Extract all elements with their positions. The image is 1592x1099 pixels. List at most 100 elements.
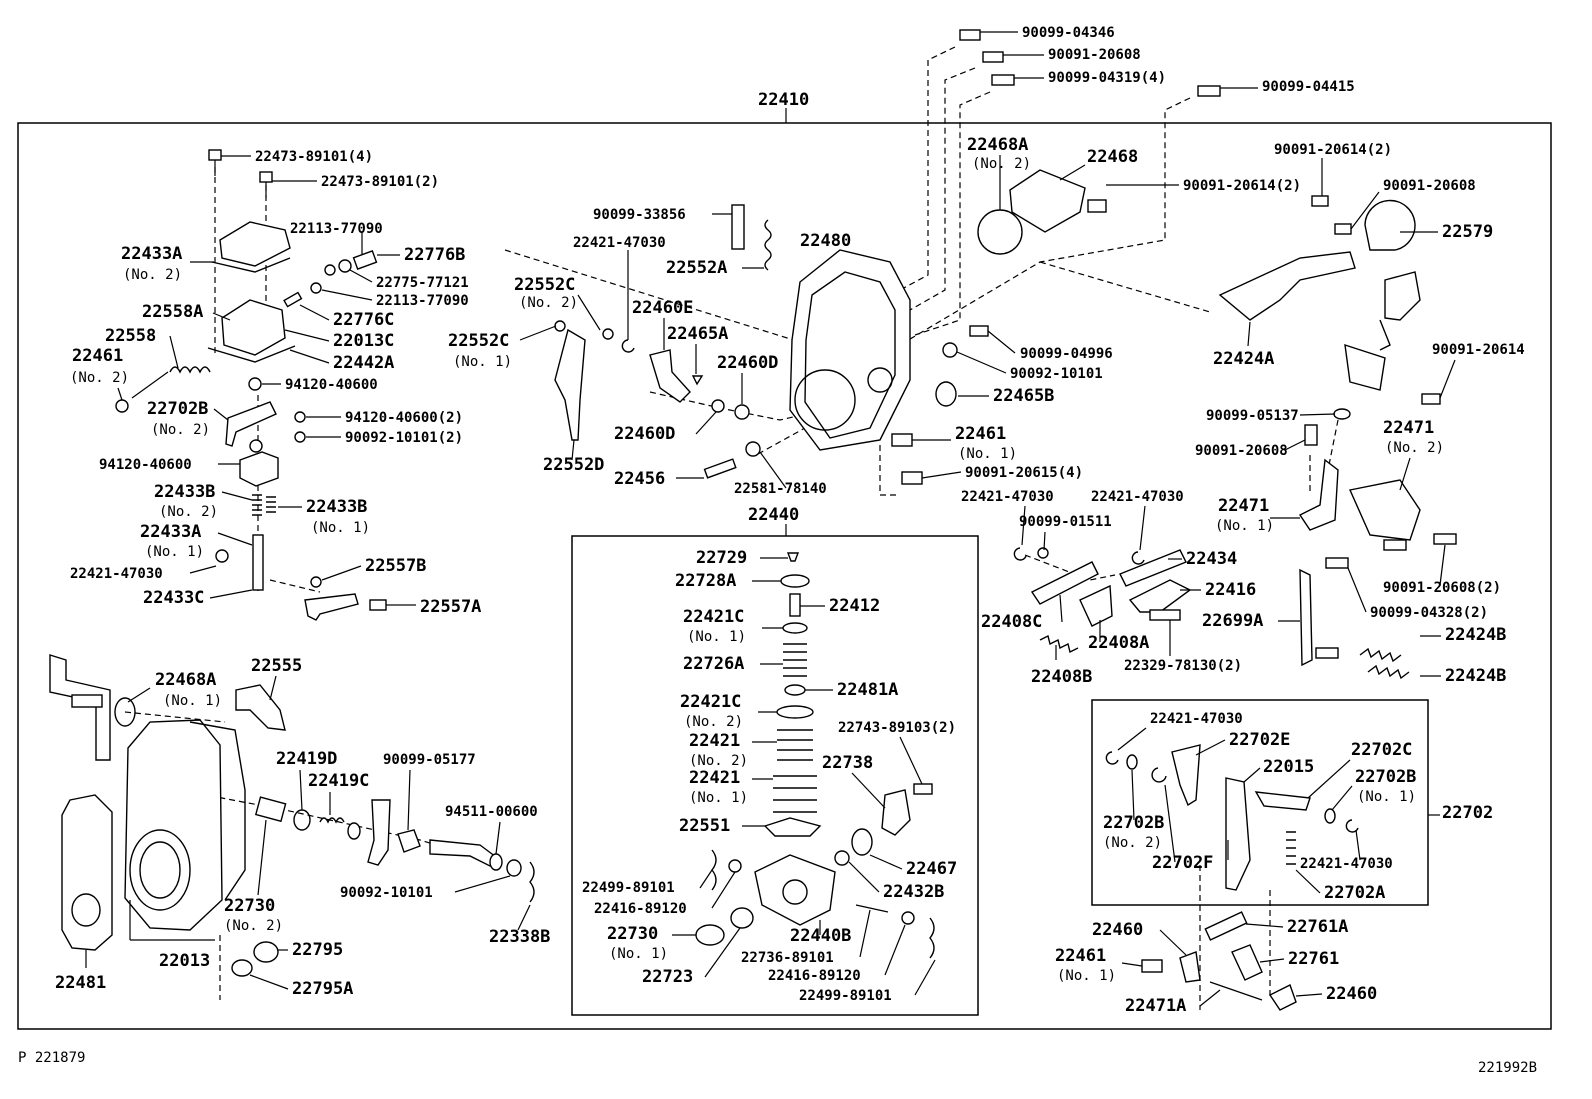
spring-22726a-part [783, 643, 807, 677]
lever-22408a-part [1079, 584, 1113, 627]
screw-22412-part [789, 593, 801, 617]
part-variant-note: (No. 2) [1103, 835, 1162, 851]
part-number-label: 22743-89103(2) [838, 720, 956, 736]
parts-left-bottom [49, 654, 535, 977]
part-number-label: 22465B [993, 386, 1054, 406]
cover-22468-part [1009, 169, 1086, 233]
lever-22419c-lever-part [367, 799, 391, 866]
part-number-label: 22473-89101(2) [321, 174, 439, 190]
part-number-label: 22702B [147, 399, 208, 419]
part-number-label: 22460 [1092, 920, 1143, 940]
lever-22557b-part [304, 593, 359, 621]
sub-box-1-label: 22440 [748, 505, 799, 525]
part-number-label: 22776B [404, 245, 465, 265]
actuator-part [1384, 271, 1421, 321]
part-variant-note: (No. 2) [123, 267, 182, 283]
part-number-label: 22471 [1383, 418, 1434, 438]
part-number-label: 94120-40600 [285, 377, 378, 393]
part-number-label: 22013C [333, 331, 394, 351]
part-number-label: 22726A [683, 654, 744, 674]
governor-housing-22013c-part [221, 299, 286, 356]
part-number-label: 22702A [1324, 883, 1385, 903]
part-number-label: 22738 [822, 753, 873, 773]
parts-right-middle [1013, 424, 1457, 680]
part-number-label: 22421-47030 [1150, 711, 1243, 727]
lever-22408c-part [1030, 561, 1099, 605]
part-number-label: 22761A [1287, 917, 1348, 937]
lever-22702e-part [1171, 744, 1201, 807]
part-variant-note: (No. 2) [519, 295, 578, 311]
part-number-label: 22419C [308, 771, 369, 791]
part-number-label: 90092-10101(2) [345, 430, 463, 446]
part-number-label: 22480 [800, 231, 851, 251]
part-number-label: 22702E [1229, 730, 1290, 750]
part-number-label: 22499-89101 [582, 880, 675, 896]
part-number-label: 22416-89120 [768, 968, 861, 984]
lever-22015-part [1225, 777, 1251, 891]
part-number-label: 22113-77090 [290, 221, 383, 237]
part-number-label: 22461 [1055, 946, 1106, 966]
lever-22460e-part [649, 349, 691, 403]
bolt-22557a-part [369, 599, 387, 611]
lever-22416-part [1128, 579, 1192, 613]
part-number-label: 22424B [1445, 625, 1506, 645]
part-variant-note: (No. 2) [684, 714, 743, 730]
part-number-label: 22412 [829, 596, 880, 616]
part-variant-note: (No. 1) [163, 693, 222, 709]
part-number-label: 22730 [607, 924, 658, 944]
frames [17, 108, 1552, 1030]
part-number-label: 22013 [159, 951, 210, 971]
part-number-label: 90091-20608 [1195, 443, 1288, 459]
part-number-label: 22408B [1031, 667, 1092, 687]
part-number-label: 22728A [675, 571, 736, 591]
part-number-label: 22433A [121, 244, 182, 264]
part-number-label: 22552C [448, 331, 509, 351]
valve-22467-part [851, 828, 873, 856]
bolt-part [208, 149, 222, 161]
pin-22433a-part [252, 534, 264, 591]
bracket-22468a-part [49, 654, 111, 761]
spring-22552a-part [764, 219, 772, 271]
part-number-label: 90099-04346 [1022, 25, 1115, 41]
lever-22699a-part [1299, 568, 1313, 667]
part-number-label: 22465A [667, 324, 728, 344]
part-number-label: 90092-10101 [1010, 366, 1103, 382]
part-number-label: 22419D [276, 749, 337, 769]
part-number-label: 22456 [614, 469, 665, 489]
leader-lines [85, 31, 1456, 1007]
lever-22702c-part [1254, 791, 1311, 811]
part-number-label: 22552A [666, 258, 727, 278]
part-number-label: 22558 [105, 326, 156, 346]
part-number-label: 22432B [883, 882, 944, 902]
part-number-label: 22408C [981, 612, 1042, 632]
part-variant-note: (No. 1) [145, 544, 204, 560]
part-variant-note: (No. 1) [958, 446, 1017, 462]
part-number-label: 22424A [1213, 349, 1274, 369]
part-number-label: 22421-47030 [1300, 856, 1393, 872]
part-number-label: 22736-89101 [741, 950, 834, 966]
part-number-label: 22555 [251, 656, 302, 676]
spring-22421-no1-part [773, 775, 817, 813]
lever-22460-part [1179, 951, 1201, 983]
part-number-label: 22416-89120 [594, 901, 687, 917]
part-number-label: 90091-20615(4) [965, 465, 1083, 481]
spring-22433b-part [252, 494, 262, 516]
part-number-label: 90099-33856 [593, 207, 686, 223]
shaft-22461-part [131, 371, 169, 399]
nut-part [115, 399, 129, 413]
part-number-label: 22776C [333, 310, 394, 330]
part-number-label: 22551 [679, 816, 730, 836]
part-number-label: 22761 [1288, 949, 1339, 969]
pin-90099-33856-part [731, 204, 745, 250]
spring-22424b-part [1367, 664, 1410, 680]
part-number-label: 22461 [72, 346, 123, 366]
nut-part [249, 439, 263, 453]
part-number-label: 22481A [837, 680, 898, 700]
part-variant-note: (No. 2) [1385, 440, 1444, 456]
bracket-94511-part [429, 839, 502, 867]
plate-22552d-part [554, 328, 586, 441]
part-number-label: 22460D [717, 353, 778, 373]
part-number-label: 22552D [543, 455, 604, 475]
part-number-label: 22433B [154, 482, 215, 502]
